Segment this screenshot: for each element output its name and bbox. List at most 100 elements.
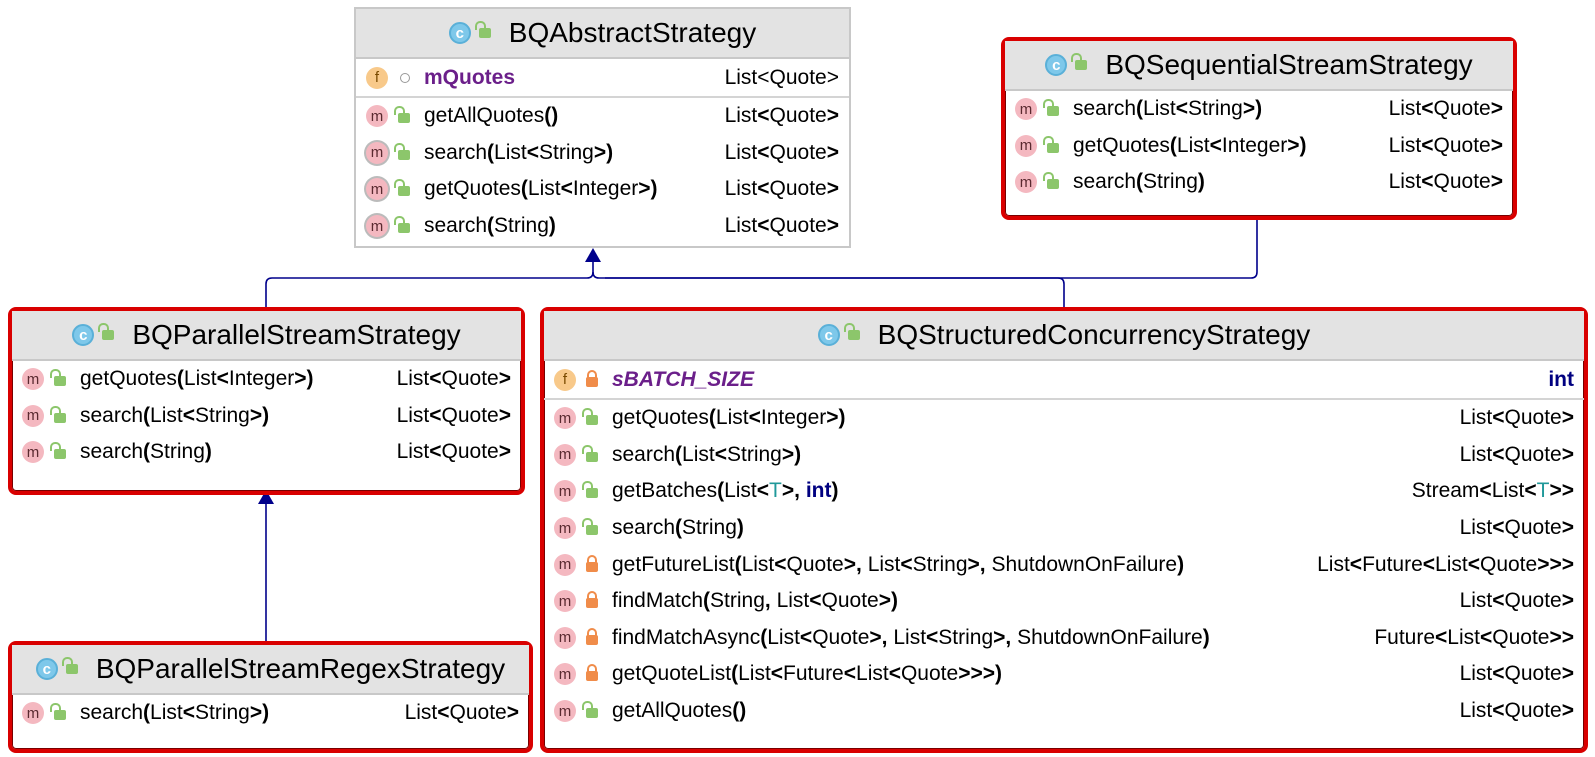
method-return-type: List<Quote> <box>1459 442 1574 466</box>
class-icon: c <box>817 324 840 346</box>
method-name: search <box>424 214 488 238</box>
method-signature: getQuotes(List<Integer>) <box>424 177 711 201</box>
method-row[interactable]: m getQuotes(List<Integer>) List<Quote> <box>544 400 1584 437</box>
method-params: (List<String>) <box>1136 97 1263 121</box>
method-params: (List<Integer>) <box>520 177 658 201</box>
method-signature: search(List<String>) <box>612 443 1446 467</box>
public-lock-icon <box>582 444 598 462</box>
method-icon: m <box>554 407 576 430</box>
method-return-type: List<Quote> <box>1388 97 1503 121</box>
method-params: (List<Quote>, List<String>, ShutdownOnFa… <box>760 625 1210 649</box>
method-signature: search(String) <box>80 440 383 464</box>
method-icon: m <box>22 404 44 427</box>
method-name: search <box>612 516 676 540</box>
public-lock-icon <box>843 323 860 340</box>
field-name: mQuotes <box>424 65 516 89</box>
method-params: (List<Future<List<Quote>>>) <box>731 662 1002 686</box>
class-name: BQParallelStreamStrategy <box>132 319 461 350</box>
method-row[interactable]: m search(List<String>) List<Quote> <box>12 398 521 435</box>
method-return-type: List<Quote> <box>1459 406 1574 430</box>
method-params: (List<Integer>) <box>1169 133 1307 157</box>
public-lock-icon <box>474 21 491 38</box>
method-icon: m <box>366 105 388 128</box>
method-return-type: Future<List<Quote>> <box>1374 625 1574 649</box>
private-lock-icon <box>586 664 598 682</box>
abstract-method-icon: m <box>366 141 388 164</box>
class-icon: c <box>448 22 471 44</box>
method-return-type: List<Quote> <box>396 403 511 427</box>
class-icon: c <box>35 658 58 680</box>
method-return-type: List<Quote> <box>724 104 839 128</box>
method-signature: getAllQuotes() <box>612 699 1446 723</box>
field-row[interactable]: f sBATCH_SIZE int <box>544 361 1584 398</box>
public-lock-icon <box>50 369 66 387</box>
method-params: (List<String>) <box>143 403 270 427</box>
field-row[interactable]: f mQuotes List<Quote> <box>356 59 849 96</box>
public-lock-icon <box>61 657 78 674</box>
class-header: c BQAbstractStrategy <box>356 9 849 59</box>
class-name: BQSequentialStreamStrategy <box>1105 49 1473 80</box>
method-signature: getQuotes(List<Integer>) <box>1073 134 1375 158</box>
public-lock-icon <box>582 481 598 499</box>
class-header: c BQSequentialStreamStrategy <box>1005 41 1513 91</box>
method-signature: getQuotes(List<Integer>) <box>612 406 1446 430</box>
method-icon: m <box>554 443 576 466</box>
method-name: findMatch <box>612 589 704 613</box>
class-bqstructuredconcurrencystrategy[interactable]: c BQStructuredConcurrencyStrategy f sBAT… <box>540 307 1588 753</box>
method-signature: search(List<String>) <box>424 141 711 165</box>
class-name: BQStructuredConcurrencyStrategy <box>877 319 1311 350</box>
field-icon: f <box>554 368 576 391</box>
method-signature: getQuoteList(List<Future<List<Quote>>>) <box>612 662 1446 686</box>
package-private-icon <box>400 72 410 83</box>
method-signature: getQuotes(List<Integer>) <box>80 367 383 391</box>
method-icon: m <box>554 700 576 723</box>
method-icon: m <box>22 441 44 464</box>
fields-section: f sBATCH_SIZE int <box>544 361 1584 400</box>
method-return-type: List<Quote> <box>1459 589 1574 613</box>
field-name: sBATCH_SIZE <box>612 367 754 391</box>
method-icon: m <box>1015 171 1037 194</box>
method-name: search <box>80 403 144 427</box>
method-icon: m <box>554 553 576 576</box>
method-return-type: List<Quote> <box>1459 662 1574 686</box>
field-type: int <box>1548 367 1574 391</box>
public-lock-icon <box>1043 135 1059 153</box>
method-name: search <box>1073 97 1137 121</box>
method-signature: search(String) <box>424 214 711 238</box>
public-lock-icon <box>582 518 598 536</box>
method-signature: search(String) <box>1073 170 1375 194</box>
method-name: getQuotes <box>424 177 521 201</box>
method-params: () <box>732 699 747 723</box>
abstract-method-icon: m <box>366 178 388 201</box>
field-icon: f <box>366 66 388 89</box>
method-name: getFutureList <box>612 552 735 576</box>
method-return-type: List<Quote> <box>724 214 839 238</box>
class-bqabstractstrategy[interactable]: c BQAbstractStrategy f mQuotes List<Quot… <box>354 7 851 248</box>
method-row[interactable]: m search(List<String>) List<Quote> <box>544 437 1584 474</box>
class-icon: c <box>1045 54 1068 76</box>
method-params: () <box>544 104 559 128</box>
